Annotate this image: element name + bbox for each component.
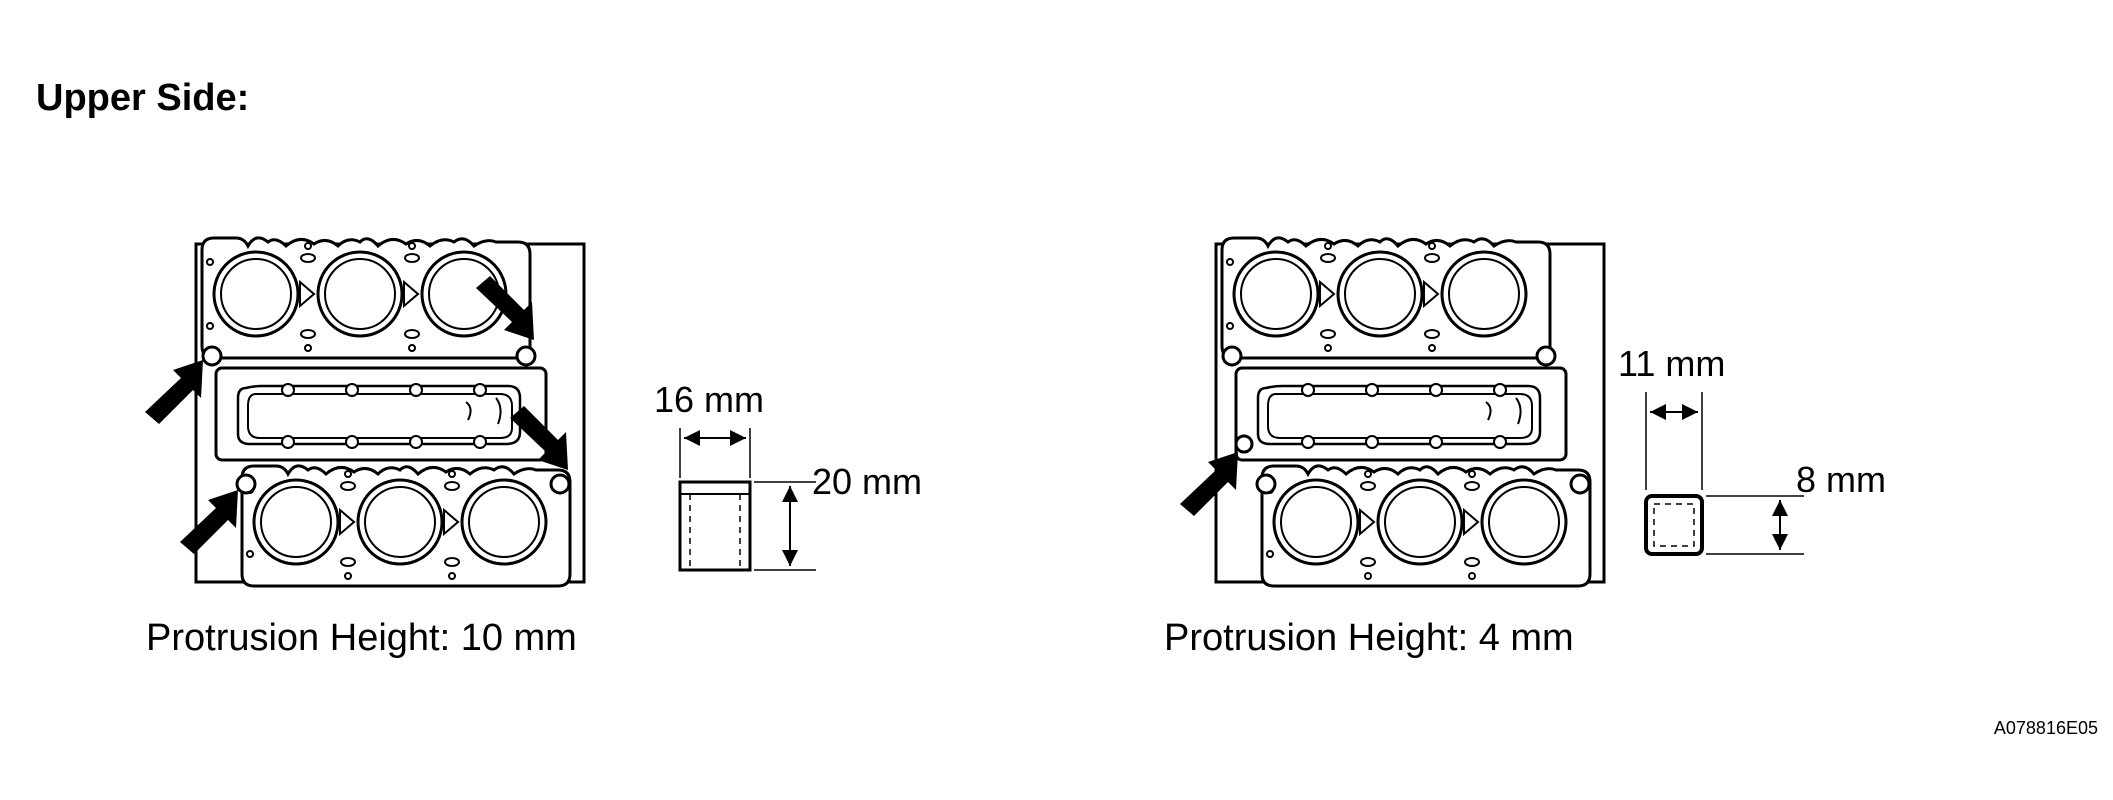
left-height-label: 20 mm xyxy=(812,461,922,502)
dowel-pin xyxy=(201,345,223,367)
dowel-pin xyxy=(1569,473,1591,495)
dowel-pin xyxy=(235,473,257,495)
figure-code: A078816E05 xyxy=(1994,718,2098,738)
section-title: Upper Side: xyxy=(36,77,249,119)
left-pin-drawing xyxy=(678,428,816,572)
right-gasket-assembly xyxy=(1214,236,1606,588)
dowel-pin xyxy=(549,473,571,495)
pointer-arrow-icon xyxy=(145,360,203,424)
dowel-pin xyxy=(1221,345,1243,367)
right-caption: Protrusion Height: 4 mm xyxy=(1164,617,1574,659)
dowel-pin xyxy=(1255,473,1277,495)
left-width-label: 16 mm xyxy=(654,379,764,420)
dowel-pin xyxy=(1535,345,1557,367)
right-width-label: 11 mm xyxy=(1618,343,1725,384)
left-caption: Protrusion Height: 10 mm xyxy=(146,617,577,659)
right-height-label: 8 mm xyxy=(1796,459,1886,500)
right-pin-drawing xyxy=(1644,392,1804,556)
dowel-pin xyxy=(515,345,537,367)
dowel-pin xyxy=(1234,434,1254,454)
